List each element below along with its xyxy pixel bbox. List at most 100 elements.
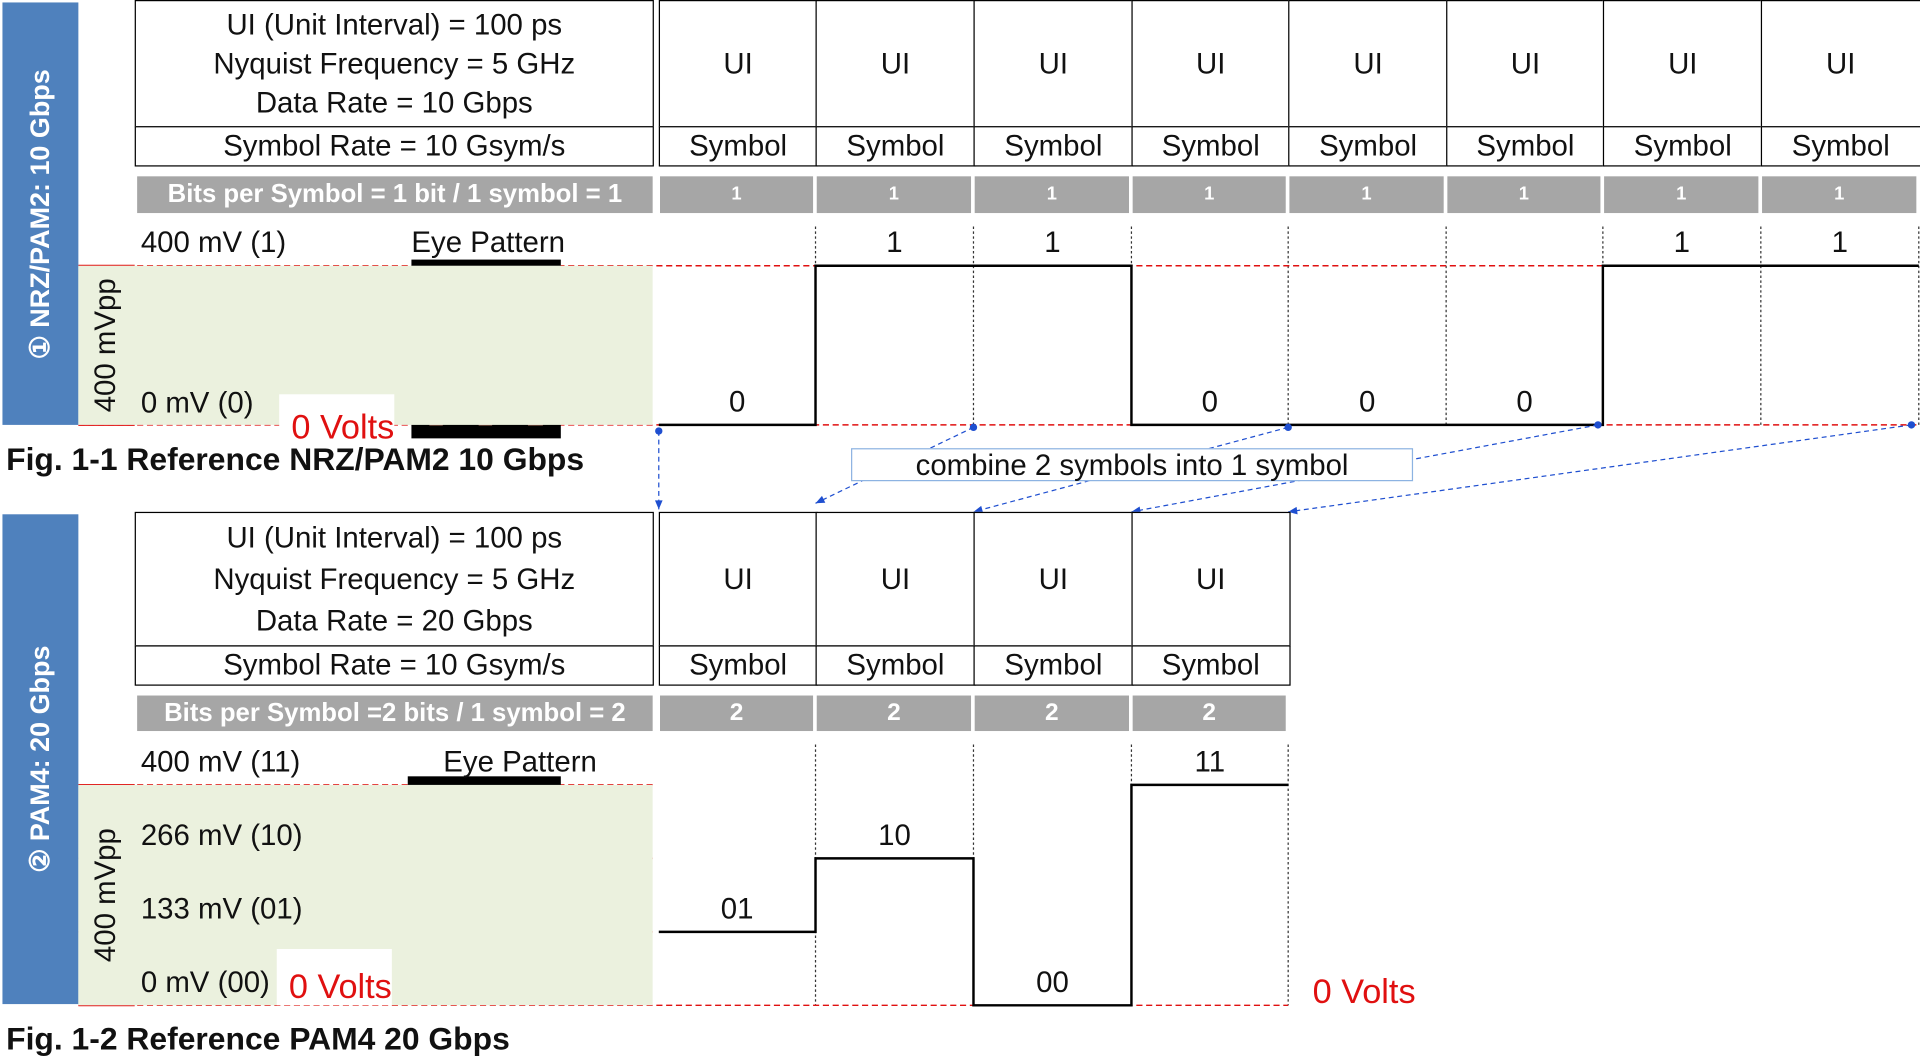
symbol-cell: Symbol	[658, 644, 818, 686]
level-label: 400 mV (1)	[140, 226, 287, 260]
bits-cell: 1	[974, 176, 1129, 214]
signal-waveform	[658, 264, 1919, 427]
ui-label: UI	[723, 563, 753, 597]
symbol-value: 10	[878, 819, 911, 853]
arrowhead-icon	[815, 495, 826, 504]
ui-cell: UI	[1446, 0, 1605, 128]
side-label-bar: ① NRZ/PAM2: 10 Gbps	[2, 2, 79, 425]
symbol-cell: Symbol	[815, 125, 976, 166]
ui-label: UI	[880, 563, 911, 597]
side-label-bar: ② PAM4: 20 Gbps	[2, 514, 79, 1005]
bits-cell: 2	[660, 695, 814, 732]
bits-cell: 1	[1447, 176, 1601, 214]
info-line: Data Rate = 20 Gbps	[255, 604, 533, 638]
symbol-value: 1	[1673, 226, 1691, 260]
symbol-label: Symbol	[1004, 648, 1103, 682]
symbol-label: Symbol	[846, 129, 945, 163]
bits-per-symbol: Bits per Symbol = 1 bit / 1 symbol = 1	[137, 176, 653, 214]
zero-volts-label: 0 Volts	[279, 394, 395, 446]
symbol-cell: Symbol	[1602, 125, 1763, 166]
swing-label: 400 mVpp	[89, 828, 123, 963]
level-label: 0 mV (0)	[140, 386, 254, 421]
symbol-rate: Symbol Rate = 10 Gsym/s	[223, 648, 566, 682]
symbol-cell: Symbol	[815, 644, 976, 686]
info-line: UI (Unit Interval) = 100 ps	[226, 8, 563, 42]
ui-label: UI	[1038, 47, 1069, 81]
info-line: Nyquist Frequency = 5 GHz	[213, 47, 576, 81]
symbol-label: Symbol	[689, 129, 788, 163]
bits-cell: 1	[1604, 176, 1759, 214]
symbol-label: Symbol	[1004, 129, 1103, 163]
symbol-value: 1	[886, 226, 903, 260]
ui-label: UI	[1668, 47, 1698, 81]
bits-cell: 1	[1289, 176, 1444, 214]
ui-cell: UI	[1288, 0, 1448, 128]
ui-label: UI	[1038, 563, 1069, 597]
side-label: ② PAM4: 20 Gbps	[24, 645, 56, 873]
zero-volts-label-right: 0 Volts	[1312, 972, 1416, 1011]
ui-cell: UI	[815, 511, 976, 647]
ui-cell: UI	[1131, 511, 1291, 647]
info-line: Data Rate = 10 Gbps	[255, 86, 533, 121]
eye-pattern-label: Eye Pattern	[443, 745, 597, 779]
eye-pattern-label: Eye Pattern	[411, 226, 565, 260]
symbol-value: 11	[1194, 745, 1226, 779]
symbol-value: 0	[728, 385, 746, 419]
symbol-cell: Symbol	[1288, 125, 1448, 166]
bits-cell: 1	[1762, 176, 1917, 214]
arrowhead-icon	[973, 505, 984, 514]
symbol-cell: Symbol	[658, 125, 818, 166]
bits-cell: 2	[816, 695, 972, 732]
symbol-cell: Symbol	[973, 644, 1134, 686]
symbol-value: 01	[720, 892, 754, 926]
ui-cell: UI	[973, 511, 1134, 647]
info-box: UI (Unit Interval) = 100 ps Nyquist Frequ…	[134, 0, 654, 128]
bits-cell: 1	[816, 176, 972, 214]
arrowhead-icon	[1288, 506, 1298, 515]
ui-label: UI	[1353, 47, 1383, 81]
symbol-rate: Symbol Rate = 10 Gsym/s	[223, 129, 566, 163]
zero-volts-label: 0 Volts	[276, 948, 392, 1006]
symbol-label: Symbol	[1161, 648, 1260, 682]
figure-caption: Fig. 1-1 Reference NRZ/PAM2 10 Gbps	[6, 440, 585, 478]
ui-label: UI	[880, 47, 911, 81]
symbol-label: Symbol	[1476, 129, 1575, 163]
symbol-cell: Symbol	[973, 125, 1134, 166]
symbol-cell: Symbol	[1760, 125, 1920, 166]
symbol-value: 00	[1036, 966, 1069, 1000]
ui-label: UI	[1196, 47, 1226, 81]
symbol-value: 1	[1044, 226, 1061, 260]
bits-cell: 1	[660, 176, 814, 214]
callout-box: combine 2 symbols into 1 symbol	[851, 448, 1414, 482]
ui-cell: UI	[658, 511, 818, 647]
symbol-cell: Symbol	[1131, 644, 1291, 686]
ui-label: UI	[1510, 47, 1541, 81]
symbol-cell: Symbol	[1131, 125, 1291, 166]
connector-arrow	[1131, 424, 1599, 513]
symbol-value: 0	[1516, 385, 1533, 419]
arrowhead-icon	[654, 500, 663, 510]
symbol-rate-box: Symbol Rate = 10 Gsym/s	[134, 644, 654, 686]
level-label: 400 mV (11)	[140, 745, 301, 779]
symbol-label: Symbol	[1161, 129, 1260, 163]
symbol-value: 1	[1831, 226, 1848, 260]
bits-cell: 2	[974, 695, 1129, 732]
ui-cell: UI	[973, 0, 1134, 128]
level-label: 266 mV (10)	[140, 819, 303, 853]
ui-label: UI	[1196, 563, 1226, 597]
ui-label: UI	[723, 47, 753, 81]
ui-cell: UI	[1131, 0, 1291, 128]
swing-label: 400 mVpp	[89, 278, 123, 413]
ui-label: UI	[1826, 47, 1856, 81]
bits-cell: 1	[1132, 176, 1286, 214]
symbol-label: Symbol	[1633, 129, 1732, 163]
symbol-label: Symbol	[689, 648, 788, 682]
symbol-value: 0	[1358, 385, 1376, 419]
symbol-label: Symbol	[846, 648, 945, 682]
level-label: 133 mV (01)	[140, 892, 303, 926]
symbol-cell: Symbol	[1446, 125, 1605, 166]
symbol-rate-box: Symbol Rate = 10 Gsym/s	[134, 125, 654, 166]
info-line: Nyquist Frequency = 5 GHz	[213, 563, 576, 597]
